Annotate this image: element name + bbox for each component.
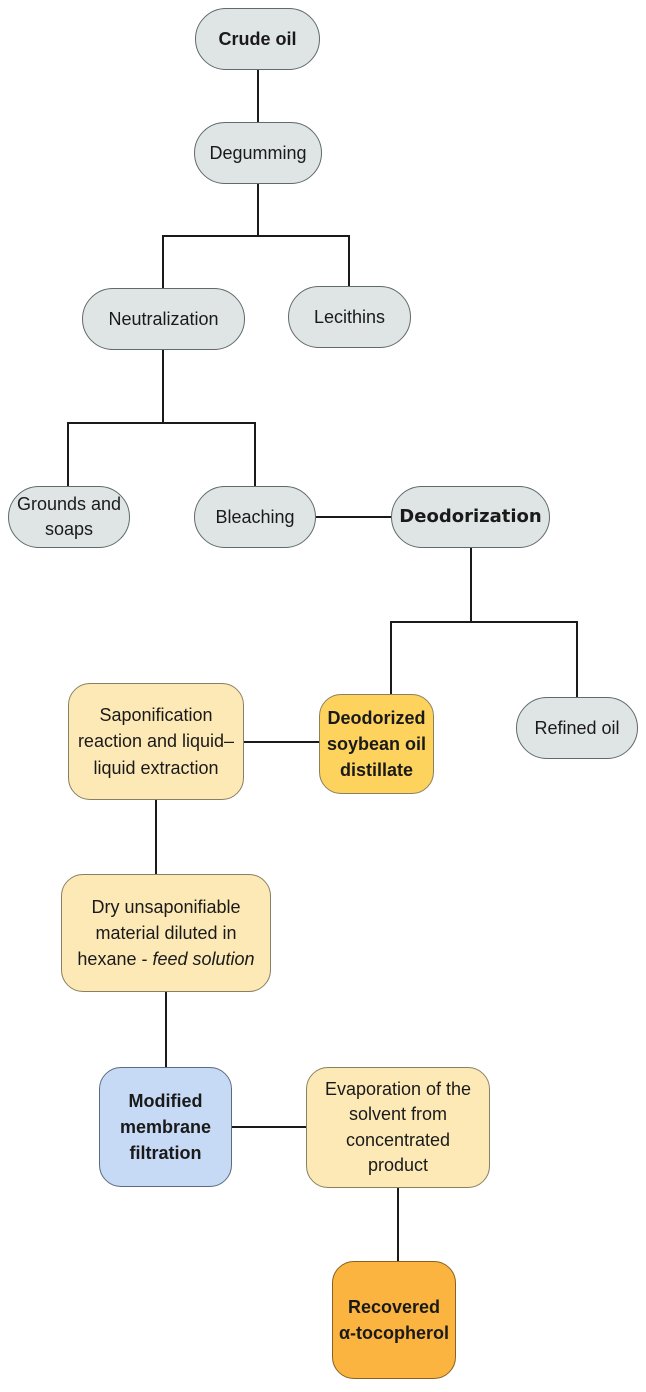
node-deodorized-distillate: Deodorized soybean oil distillate [319,694,434,794]
connector-neutralization-bleaching [163,422,256,486]
node-dry-line3: hexane - feed solution [77,946,254,972]
node-neutralization-label: Neutralization [108,308,219,329]
node-neutralization: Neutralization [82,288,245,350]
node-dry-line1: Dry unsaponifiable [91,896,241,917]
connector-deodorization-refined [471,621,578,697]
node-distillate-line3: distillate [339,760,414,781]
node-dry-line2: material diluted in [95,922,237,943]
node-evaporation-line3: concentrated [345,1129,451,1150]
node-bleaching: Bleaching [194,486,316,548]
node-saponification: Saponification reaction and liquid– liqu… [68,683,244,800]
connector-neutralization-split [67,350,164,487]
node-evaporation-line2: solvent from [348,1104,448,1125]
node-lecithins: Lecithins [288,286,411,348]
node-bleaching-label: Bleaching [215,506,295,527]
node-degumming: Degumming [194,122,322,184]
node-dry-line3-prefix: hexane - [77,949,153,970]
node-crude-oil: Crude oil [195,8,320,70]
node-grounds-soaps-line2: soaps [44,519,94,539]
node-refined-oil-label: Refined oil [534,717,620,738]
node-degumming-label: Degumming [209,142,307,163]
node-distillate-line1: Deodorized [327,707,426,728]
node-evaporation: Evaporation of the solvent from concentr… [306,1067,490,1188]
node-recovered-line2: α-tocopherol [338,1323,450,1343]
node-dry-unsaponifiable: Dry unsaponifiable material diluted in h… [61,874,271,992]
node-distillate-line2: soybean oil [326,733,427,754]
node-lecithins-label: Lecithins [313,306,386,327]
node-grounds-soaps-line1: Grounds and [16,493,122,514]
node-grounds-soaps: Grounds and soaps [8,486,130,548]
connector-deodorization-split [390,548,472,697]
node-deodorization-label: Deodorization [399,505,542,527]
node-crude-oil-label: Crude oil [218,28,297,49]
node-refined-oil: Refined oil [516,697,638,759]
node-membrane-line2: membrane [119,1116,212,1137]
node-saponification-line3: liquid extraction [93,757,219,778]
connector-degumming-split [162,184,259,290]
node-membrane-line3: filtration [129,1143,202,1164]
node-saponification-line2: reaction and liquid– [77,731,235,752]
node-dry-line3-italic: feed solution [152,949,255,970]
node-recovered-tocopherol: Recovered α-tocopherol [332,1261,456,1379]
connector-degumming-lecithins [258,235,350,286]
node-membrane-line1: Modified [128,1090,203,1111]
node-evaporation-line4: product [367,1154,429,1175]
node-membrane-filtration: Modified membrane filtration [99,1067,232,1187]
node-deodorization: Deodorization [391,486,550,548]
node-evaporation-line1: Evaporation of the [324,1079,472,1100]
node-recovered-line1: Recovered [347,1296,441,1317]
node-saponification-line1: Saponification [99,705,213,726]
